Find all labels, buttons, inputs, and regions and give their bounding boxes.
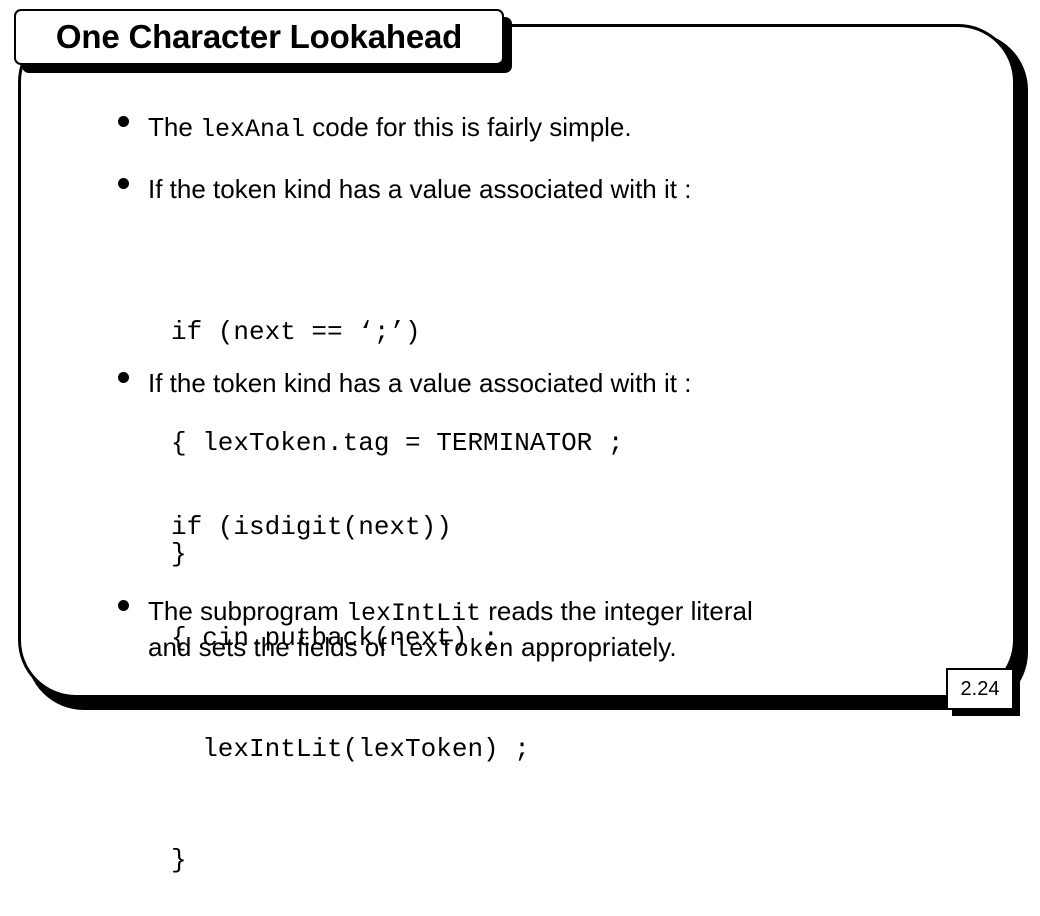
bullet-text: If the token kind has a value associated…: [148, 368, 692, 398]
bullet-text-line-1: The subprogram lexIntLit reads the integ…: [148, 594, 753, 631]
bullet-text-part: The: [148, 112, 201, 142]
bullet-dot-icon: [118, 116, 129, 127]
inline-code: lexToken: [393, 635, 514, 664]
bullet-text-part: appropriately.: [513, 632, 677, 662]
code-line: if (isdigit(next)): [171, 512, 452, 542]
title-box: One Character Lookahead: [14, 9, 504, 65]
bullet-text-part: code for this is fairly simple.: [305, 112, 632, 142]
bullet-dot-icon: [118, 178, 129, 189]
bullet-text: The lexAnal code for this is fairly simp…: [148, 110, 632, 147]
code-line: { lexToken.tag = TERMINATOR ;: [171, 428, 624, 458]
inline-code: lexAnal: [200, 115, 306, 144]
slide-frame: [18, 24, 1016, 698]
bullet-text-part: and sets the fields of: [148, 632, 394, 662]
code-line: }: [171, 539, 187, 569]
page-number-box: 2.24: [946, 668, 1014, 710]
bullet-text-line-2: and sets the fields of lexToken appropri…: [148, 630, 677, 667]
code-block-2: if (isdigit(next)) { cin.putback(next) ;…: [171, 435, 530, 916]
code-line: lexIntLit(lexToken) ;: [171, 734, 530, 764]
code-block-1: if (next == ‘;’) { lexToken.tag = TERMIN…: [171, 240, 623, 610]
code-line: }: [171, 845, 187, 875]
slide-title: One Character Lookahead: [55, 18, 463, 55]
page-number: 2.24: [960, 677, 1000, 700]
bullet-dot-icon: [118, 600, 129, 611]
bullet-text-part: The subprogram: [148, 596, 346, 626]
bullet-dot-icon: [118, 372, 129, 383]
inline-code: lexIntLit: [345, 599, 482, 628]
code-line: { cin.putback(next) ;: [171, 623, 499, 653]
bullet-text: If the token kind has a value associated…: [148, 174, 692, 204]
bullet-text-part: reads the integer literal: [481, 596, 753, 626]
code-line: if (next == ‘;’): [171, 317, 421, 347]
